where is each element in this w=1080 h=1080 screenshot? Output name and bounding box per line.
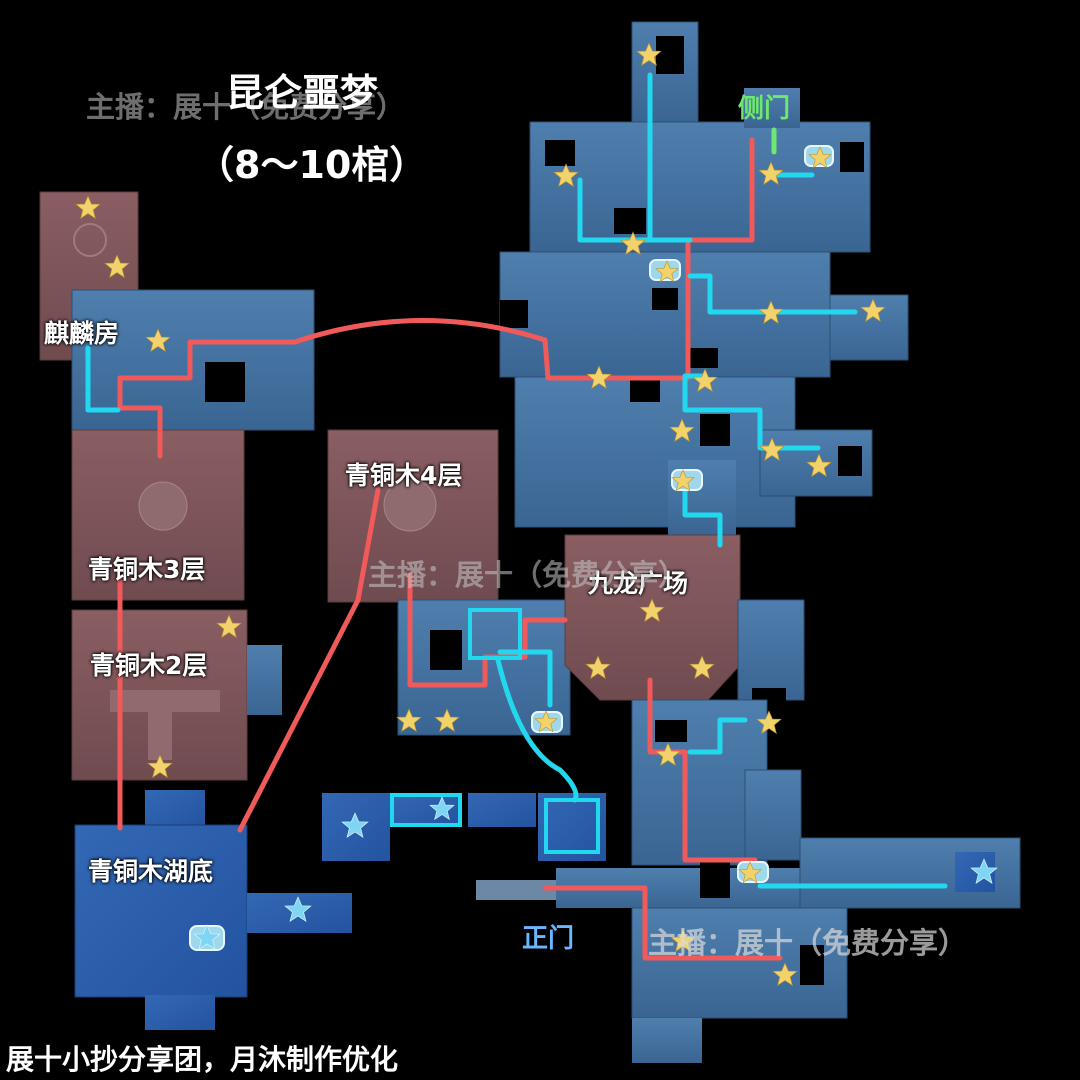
room-label-bronze2: 青铜木2层 — [90, 651, 208, 680]
page-subtitle: （8～10棺） — [196, 143, 428, 187]
page-title: 昆仑噩梦 — [226, 71, 379, 115]
bronze3-stair — [138, 481, 188, 531]
left-complex — [39, 191, 352, 1030]
watermark: 主播：展十（免费分享） — [86, 90, 406, 124]
bronze2-side-door — [247, 645, 282, 715]
side-gate-label: 侧门 — [738, 94, 791, 124]
mid-bridge-3 — [468, 793, 536, 827]
room-label-jiulong: 九龙广场 — [588, 569, 689, 598]
room-label-qilin: 麒麟房 — [44, 319, 120, 348]
right-complex — [476, 21, 1021, 1063]
room-label-bronze-lake: 青铜木湖底 — [88, 857, 214, 886]
bronze-lake-room — [74, 824, 248, 998]
watermark-bottom: 主播：展十（免费分享） — [648, 926, 968, 960]
route-cyan — [85, 72, 948, 889]
room-label-bronze4: 青铜木4层 — [345, 461, 463, 490]
main-gate-label: 正门 — [522, 924, 575, 954]
mid-bridge-2 — [390, 793, 462, 827]
qilin-corridor-void — [205, 362, 245, 402]
route-red — [117, 137, 783, 961]
mid-west-void — [430, 630, 462, 670]
qilin-corridor — [71, 289, 315, 431]
bronze-lake-top — [145, 790, 205, 830]
route-cyan-boxes — [390, 608, 600, 854]
room-label-bronze3: 青铜木3层 — [88, 555, 206, 584]
middle-complex — [322, 429, 606, 861]
bronze2-cross-v — [148, 690, 172, 760]
mid-bridge-4 — [538, 793, 606, 861]
bronze-lake-bottom — [145, 995, 215, 1030]
watermark-center: 主播：展十（免费分享） — [368, 558, 688, 592]
qilin-room-seal — [73, 223, 107, 257]
credit-text: 展十小抄分享团，月沐制作优化 — [6, 1043, 399, 1076]
bronze4-stair — [383, 478, 437, 532]
